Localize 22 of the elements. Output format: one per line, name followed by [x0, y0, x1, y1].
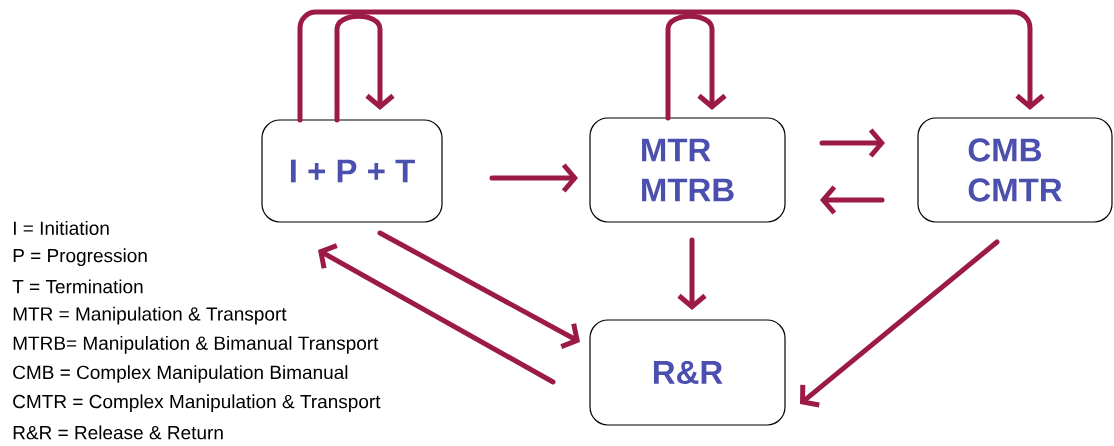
abbreviation-text: MTRB= Manipulation & Bimanual Transport	[13, 335, 379, 354]
abbreviation-text: CMB = Complex Manipulation Bimanual	[13, 365, 348, 383]
abbreviation-text: R&R = Release & Return	[13, 425, 223, 440]
arrow	[677, 237, 707, 310]
abbreviation-text: CMTR = Complex Manipulation & Transport	[13, 394, 381, 413]
arrow	[820, 185, 885, 215]
abbreviation-text: T = Termination	[12, 279, 143, 294]
arrow	[800, 239, 1000, 408]
arrow	[665, 13, 727, 121]
process-box: R&R	[589, 319, 786, 426]
process-box: I + P + T	[261, 119, 443, 223]
abbreviation-text: P = Progression	[13, 248, 147, 267]
process-box: CMB CMTR	[917, 117, 1113, 223]
arrow	[297, 9, 1045, 123]
arrow	[819, 128, 885, 158]
process-box: MTR MTRB	[589, 117, 786, 223]
abbreviation-text: I = Initiation	[13, 221, 109, 235]
arrow	[377, 230, 580, 349]
abbreviation-text: MTR = Manipulation & Transport	[13, 306, 287, 325]
arrow	[318, 243, 556, 385]
arrow	[334, 13, 395, 123]
arrow	[489, 163, 578, 193]
